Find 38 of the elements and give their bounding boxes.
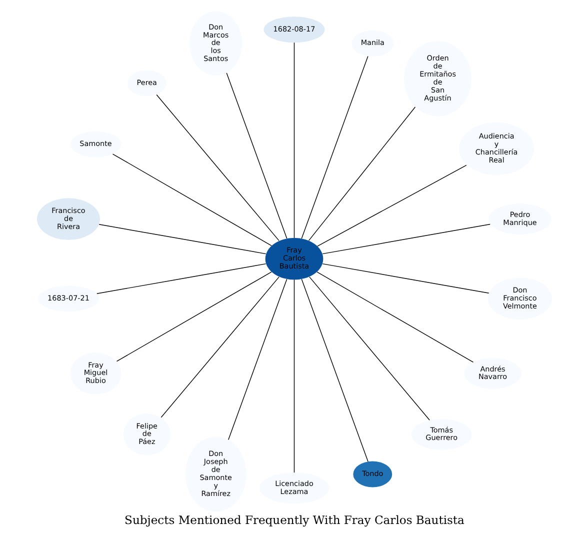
- connector: [156, 94, 279, 242]
- node-ellipse: Don Joseph de Samonte y Ramírez: [184, 436, 246, 512]
- connector: [322, 263, 489, 294]
- connector: [322, 224, 490, 254]
- connector: [228, 278, 287, 440]
- node-ellipse: Don Francisco Velmonte: [487, 278, 552, 320]
- node-ellipse: Samonte: [70, 131, 121, 158]
- connector: [316, 272, 474, 362]
- connector: [293, 279, 294, 473]
- node-ellipse: Fray Carlos Bautista: [264, 238, 323, 280]
- connector: [308, 106, 416, 241]
- node-ellipse: Manila: [350, 30, 394, 56]
- node-ellipse: Don Marcos de los Santos: [189, 11, 242, 76]
- node-ellipse: Fray Miguel Rubio: [70, 352, 121, 394]
- node-ellipse: Tondo: [352, 461, 392, 488]
- connector: [98, 224, 266, 254]
- node-ellipse: Orden de Ermitaños de San Agustín: [404, 41, 472, 116]
- connector: [160, 276, 279, 418]
- node-ellipse: Pedro Manrique: [488, 204, 551, 234]
- node-ellipse: Francisco de Rivera: [36, 198, 100, 240]
- connector: [96, 263, 266, 294]
- connector: [300, 278, 368, 462]
- connector: [316, 164, 466, 247]
- connector: [293, 42, 294, 238]
- node-ellipse: Felipe de Páez: [122, 414, 170, 456]
- diagram-title: Subjects Mentioned Frequently With Fray Carlos Bautista: [124, 513, 464, 528]
- connector: [226, 72, 287, 239]
- connector: [116, 272, 272, 362]
- node-ellipse: Licenciado Lezama: [259, 472, 328, 504]
- node-ellipse: Andrés Navarro: [464, 358, 521, 389]
- node-ellipse: 1682-08-17: [263, 16, 324, 43]
- connector: [300, 56, 368, 239]
- node-ellipse: Perea: [126, 70, 166, 96]
- connector: [308, 276, 430, 420]
- node-ellipse: 1683-07-21: [38, 286, 98, 312]
- node-ellipse: Audiencia y Chancillería Real: [458, 122, 534, 176]
- node-ellipse: Tomás Guerrero: [410, 418, 472, 450]
- connector: [112, 154, 272, 246]
